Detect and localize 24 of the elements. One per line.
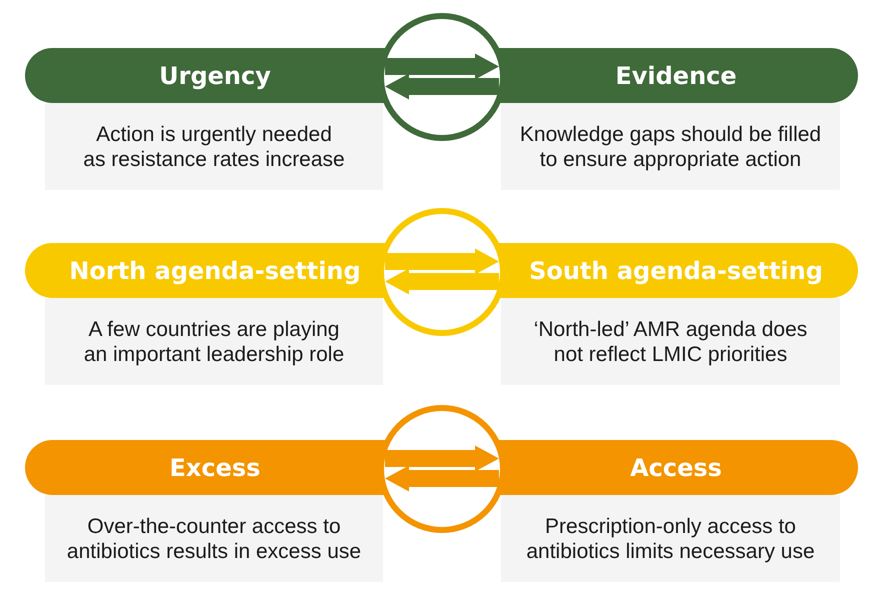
description-text: A few countries are playing an important leadership role — [82, 316, 346, 366]
topic-heading: Evidence — [499, 48, 858, 103]
description-text: Action is urgently needed as resistance rates increase — [82, 122, 346, 172]
topic-heading: North agenda-setting — [25, 243, 385, 298]
arrow — [385, 466, 499, 492]
topic-card — [499, 440, 858, 582]
topic-heading: Access — [499, 440, 858, 495]
description-text: Over-the-counter access to antibiotics results in excess use — [66, 514, 362, 564]
arrow — [385, 248, 499, 274]
description-text: Knowledge gaps should be filled to ensure appropriate action — [518, 122, 822, 172]
topic-card — [25, 440, 385, 582]
topic-card — [499, 243, 858, 385]
arrow — [385, 268, 499, 294]
arrow — [385, 54, 499, 80]
topic-heading: Urgency — [25, 48, 385, 103]
topic-card — [25, 48, 385, 190]
topic-card — [25, 243, 385, 385]
topic-card — [499, 48, 858, 190]
arrow — [385, 74, 499, 100]
topic-heading: South agenda-setting — [499, 243, 858, 298]
arrow — [385, 446, 499, 472]
description-text: Prescription-only access to antibiotics limits necessary use — [525, 514, 816, 564]
topic-heading: Excess — [25, 440, 385, 495]
description-text: ‘North-led’ AMR agenda does not reflect LMIC priorities — [532, 316, 808, 366]
